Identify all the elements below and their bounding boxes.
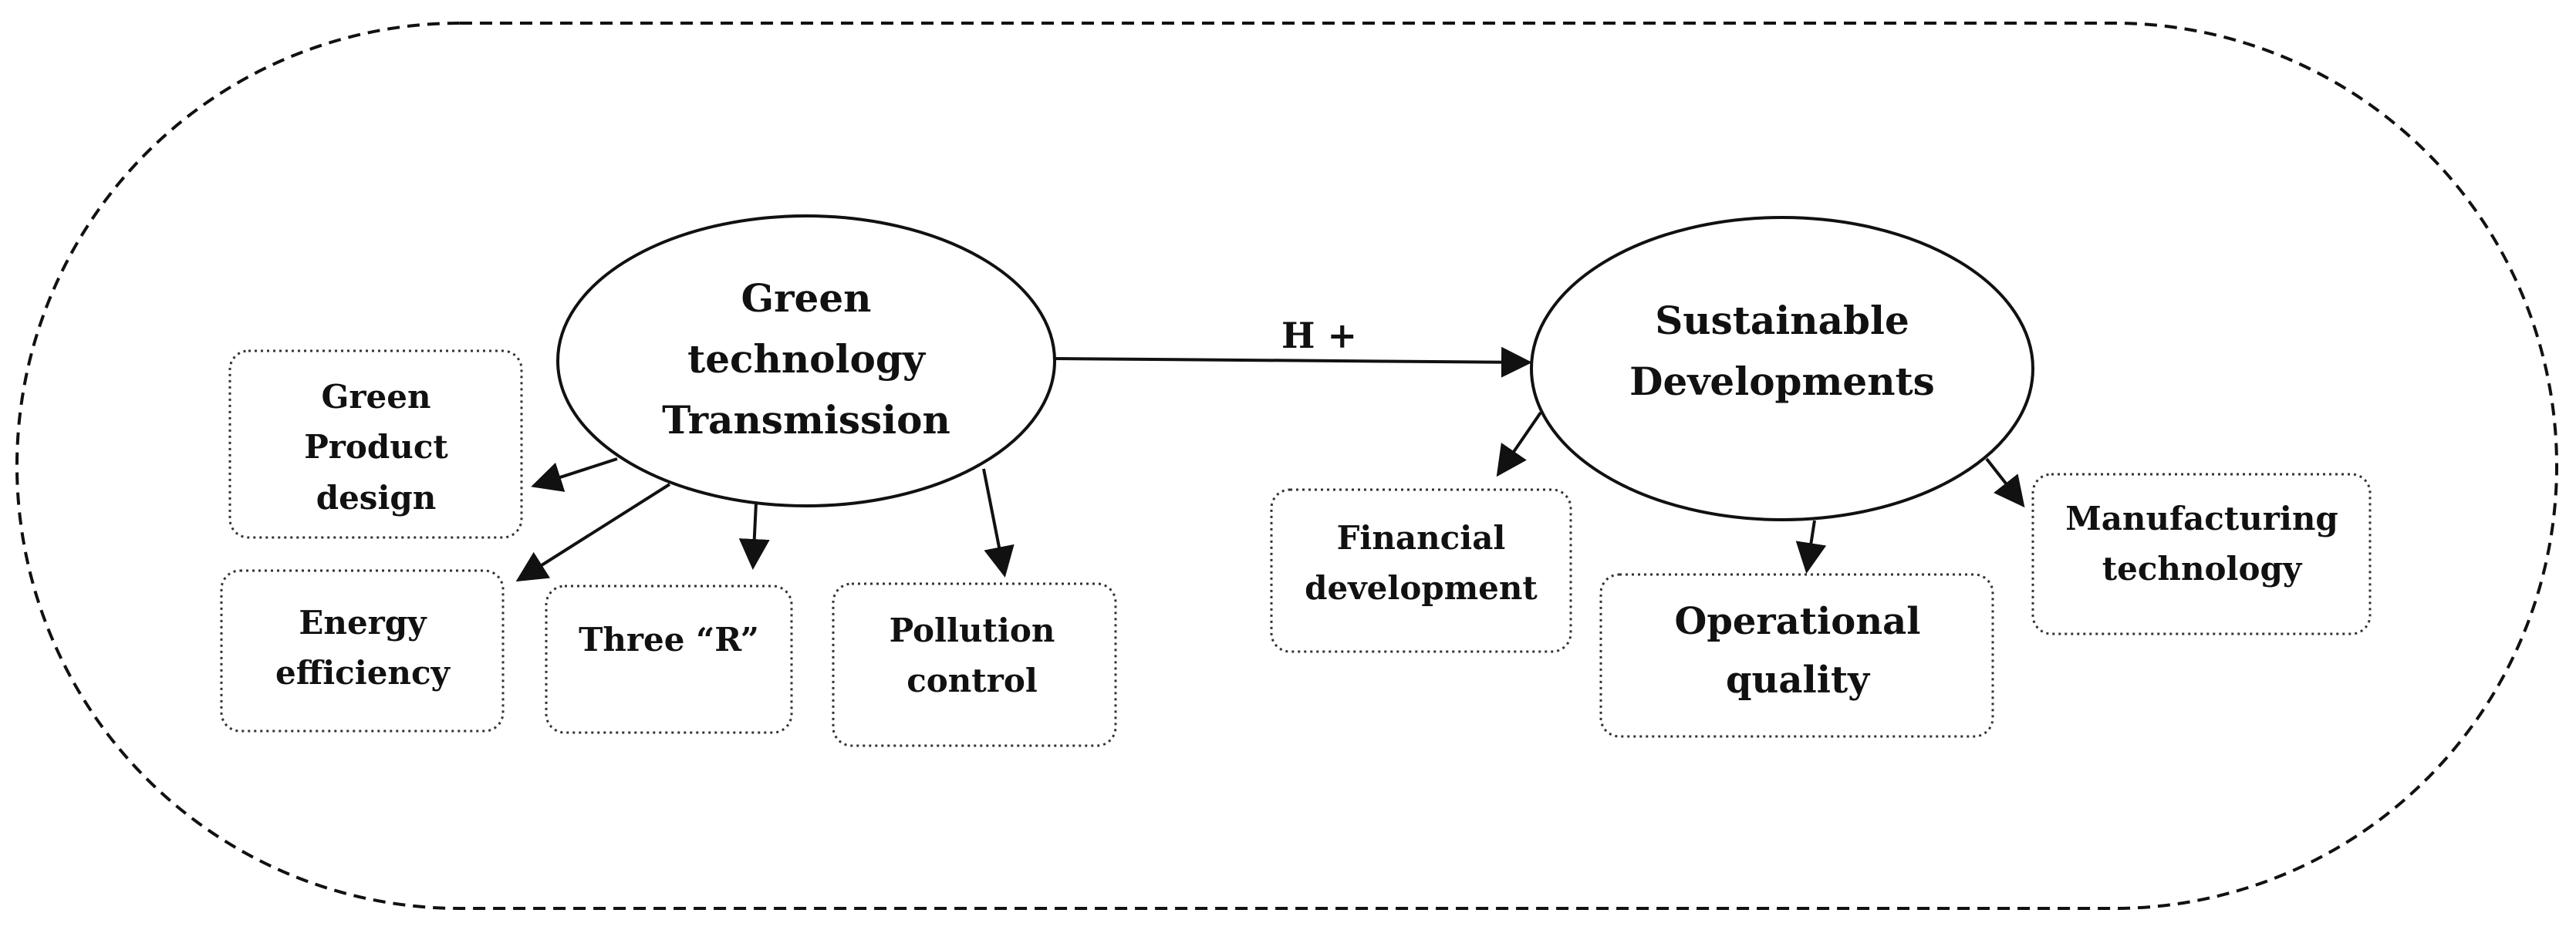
arrow-to-green-product (531, 457, 618, 492)
arrow-to-pollution (982, 468, 1015, 578)
three-r-label: Three “R” (579, 621, 759, 659)
financial-box (1270, 488, 1572, 653)
arrow-to-three-r (738, 502, 770, 570)
green-tech-ellipse (556, 214, 1056, 507)
arrow-to-financial (1496, 411, 1542, 477)
three-r-box (545, 585, 793, 734)
hypothesis-arrow (1054, 346, 1532, 378)
arrow-to-energy (515, 483, 671, 582)
operational-label: Operational quality (1674, 600, 1921, 702)
pollution-label: Pollution control (889, 611, 1055, 699)
outer-boundary (15, 22, 2558, 910)
hypothesis-label: H + (1281, 314, 1358, 356)
pollution-box (832, 582, 1117, 747)
manufacturing-box (2031, 473, 2372, 635)
arrow-to-operational (1795, 520, 1827, 574)
energy-box (220, 569, 505, 733)
sustainable-dev-label: Sustainable Developments (1629, 298, 1935, 404)
arrow-to-manufacturing (1985, 457, 2025, 508)
manufacturing-label: Manufacturing technology (2065, 499, 2338, 588)
operational-box (1599, 573, 1994, 738)
energy-label: Energy efficiency (275, 603, 450, 692)
green-tech-label: Green technology Transmission (662, 275, 950, 443)
green-product-label: Green Product design (304, 378, 448, 517)
green-product-box (228, 349, 523, 539)
financial-label: Financial development (1305, 518, 1538, 607)
